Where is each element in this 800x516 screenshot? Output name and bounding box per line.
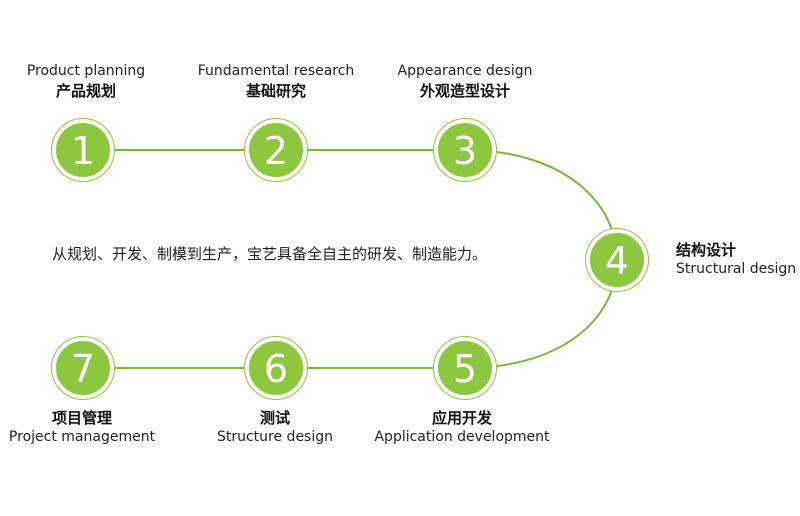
step-label-zh: 项目管理 [51, 409, 113, 427]
step-label-en: Structural design [676, 261, 797, 278]
step-node-7: 7 [51, 336, 115, 400]
step-number-4: 4 [605, 239, 629, 283]
step-label-en: Application development [374, 429, 550, 446]
step-label-en: Project management [8, 429, 156, 446]
step-label-6: 测试 Structure design [217, 408, 333, 447]
step-label-zh: 产品规划 [55, 81, 117, 100]
step-label-zh: 应用开发 [431, 409, 492, 427]
step-label-en: Fundamental research [197, 63, 355, 79]
step-number-7: 7 [71, 347, 95, 391]
tagline-text: 从规划、开发、制模到生产，宝艺具备全自主的研发、制造能力。 [52, 245, 488, 263]
step-label-4: 结构设计 Structural design [676, 240, 796, 279]
step-number-5: 5 [453, 347, 477, 391]
step-label-1: Product planning 产品规划 [27, 62, 145, 101]
step-label-zh: 测试 [259, 409, 290, 427]
step-label-3: Appearance design 外观造型设计 [398, 62, 533, 101]
step-label-5: 应用开发 Application development [374, 408, 549, 447]
step-number-3: 3 [453, 129, 477, 173]
step-label-2: Fundamental research 基础研究 [198, 62, 355, 101]
step-label-zh: 外观造型设计 [419, 81, 510, 100]
step-label-zh: 基础研究 [245, 81, 307, 100]
step-label-zh: 结构设计 [676, 241, 737, 259]
step-node-6: 6 [244, 336, 308, 400]
step-label-7: 项目管理 Project management [9, 408, 155, 447]
step-node-4: 4 [585, 228, 649, 292]
step-label-en: Product planning [26, 63, 146, 79]
step-number-1: 1 [71, 129, 95, 173]
step-number-6: 6 [264, 347, 288, 391]
step-node-3: 3 [433, 118, 497, 182]
step-label-en: Structure design [216, 429, 334, 446]
step-node-2: 2 [244, 118, 308, 182]
step-number-2: 2 [264, 129, 288, 173]
step-node-5: 5 [433, 336, 497, 400]
step-node-1: 1 [51, 118, 115, 182]
step-label-en: Appearance design [397, 63, 533, 79]
